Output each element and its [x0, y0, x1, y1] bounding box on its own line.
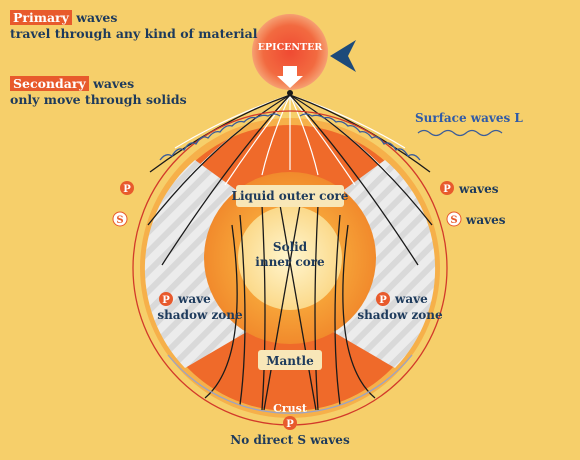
p-badge-shadow-left: P [159, 292, 173, 306]
outer-core-label-bg [236, 185, 344, 207]
mantle-label-bg [258, 350, 322, 370]
mantle-label: Mantle [266, 354, 314, 368]
primary-tag: Primary [10, 10, 72, 25]
s-waves-label: waves [465, 213, 506, 227]
s-badge-left-text: S [116, 215, 123, 226]
no-direct-s-label: No direct S waves [230, 433, 350, 447]
p-badge-shadow-left-text: P [162, 295, 170, 306]
shadow-right-label-1: wave [394, 292, 428, 306]
outer-core-label: Liquid outer core [232, 189, 349, 203]
p-badge-shadow-right-text: P [379, 295, 387, 306]
shadow-right-label-2: shadow zone [357, 308, 443, 322]
surface-wave-right [299, 113, 421, 161]
epicenter-burst [252, 14, 328, 90]
s-wave-rays [147, 94, 433, 411]
surface-wave-legend-line [417, 129, 503, 137]
s-badge-right: S [446, 211, 462, 227]
p-badge-left-text: P [123, 184, 131, 195]
surface-waves-label: Surface waves L [415, 111, 523, 125]
legend-primary-line2: travel through any kind of material [10, 26, 258, 41]
pointer-arrow-icon [330, 40, 356, 72]
inner-core-label-line1: Solid [273, 240, 308, 254]
legend-secondary: Secondary waves only move through solids [10, 76, 187, 108]
s-badge-right-text: S [450, 215, 457, 226]
surface-wave-left [159, 113, 281, 161]
primary-line1-text: waves [76, 10, 118, 25]
p-badge-shadow-right: P [376, 292, 390, 306]
shadow-left-label-1: wave [177, 292, 211, 306]
crust-label: Crust [273, 402, 308, 415]
p-badge-right-text: P [443, 184, 451, 195]
p-badge-right: P [440, 181, 454, 195]
secondary-line1-text: waves [93, 76, 135, 91]
p-badge-left: P [120, 181, 134, 195]
secondary-tag: Secondary [10, 76, 89, 91]
inner-core-label-line2: inner core [255, 255, 325, 269]
p-badge-bottom: P [283, 416, 297, 430]
focus-point [287, 90, 293, 96]
epicenter-label: EPICENTER [258, 42, 323, 53]
s-wave-surface-path [167, 354, 413, 414]
p-waves-label: waves [458, 182, 499, 196]
down-arrow-icon [277, 66, 303, 88]
legend-secondary-line1: Secondary waves [10, 76, 187, 92]
legend-primary-line1: Primary waves [10, 10, 258, 26]
s-badge-left: S [112, 211, 128, 227]
solid-inner-core [238, 206, 342, 310]
legend-primary: Primary waves travel through any kind of… [10, 10, 258, 42]
legend-secondary-line2: only move through solids [10, 92, 187, 107]
shadow-left-label-2: shadow zone [157, 308, 243, 322]
p-badge-bottom-text: P [286, 419, 294, 430]
